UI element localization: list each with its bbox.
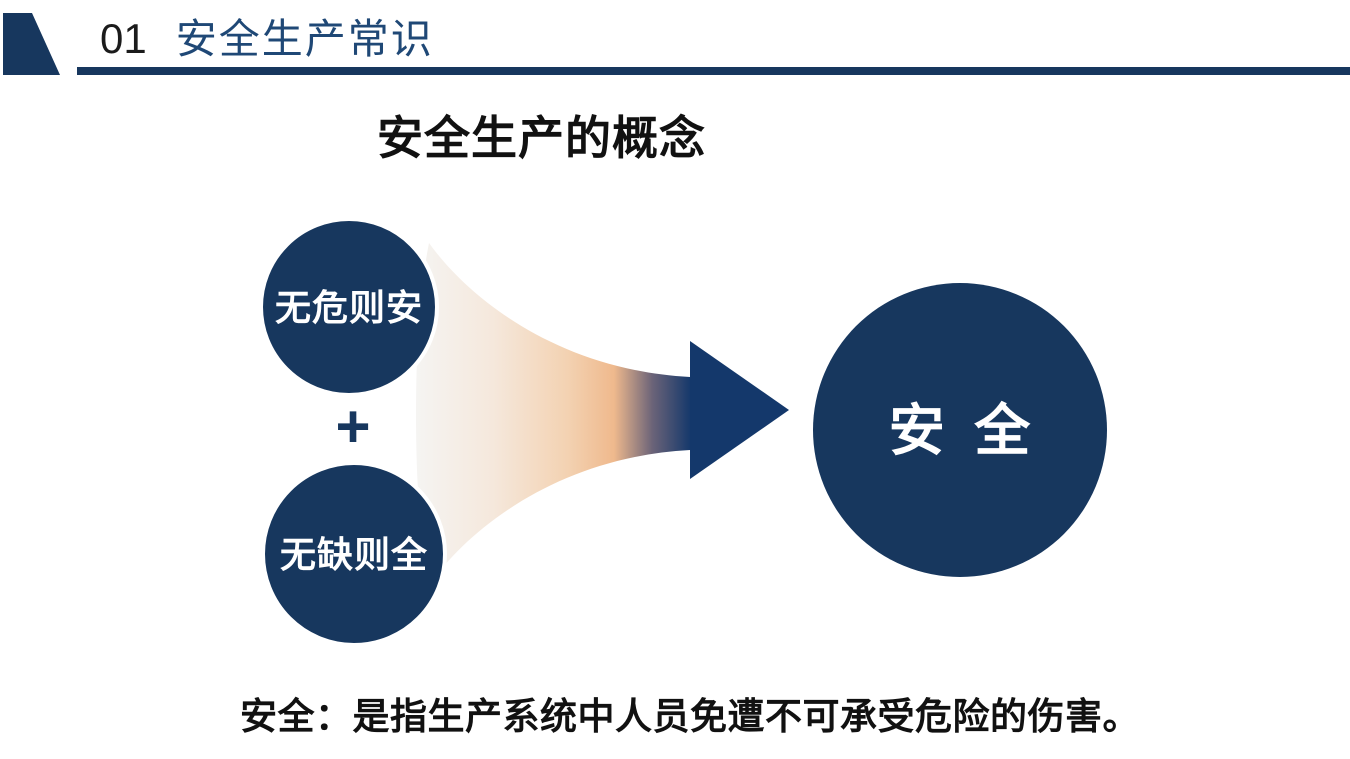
section-number: 01 <box>100 15 147 62</box>
page-title: 安全生产的概念 <box>377 112 706 164</box>
header-divider <box>77 67 1350 75</box>
circle-result <box>813 283 1107 577</box>
circle-source-bottom-label: 无缺则全 <box>280 534 428 575</box>
definition-caption: 安全：是指生产系统中人员免遭不可承受危险的伤害。 <box>240 696 1140 737</box>
header: 01 安全生产常识 <box>100 14 434 64</box>
circle-source-bottom <box>261 461 447 647</box>
section-title: 安全生产常识 <box>175 16 434 62</box>
header-accent-icon <box>3 13 60 75</box>
funnel-shape <box>416 243 690 585</box>
circle-result-label: 安 全 <box>889 399 1038 462</box>
circle-source-top-label: 无危则安 <box>275 287 423 328</box>
circle-source-top <box>259 217 439 397</box>
plus-icon: + <box>335 393 370 460</box>
arrow-icon <box>690 341 789 479</box>
